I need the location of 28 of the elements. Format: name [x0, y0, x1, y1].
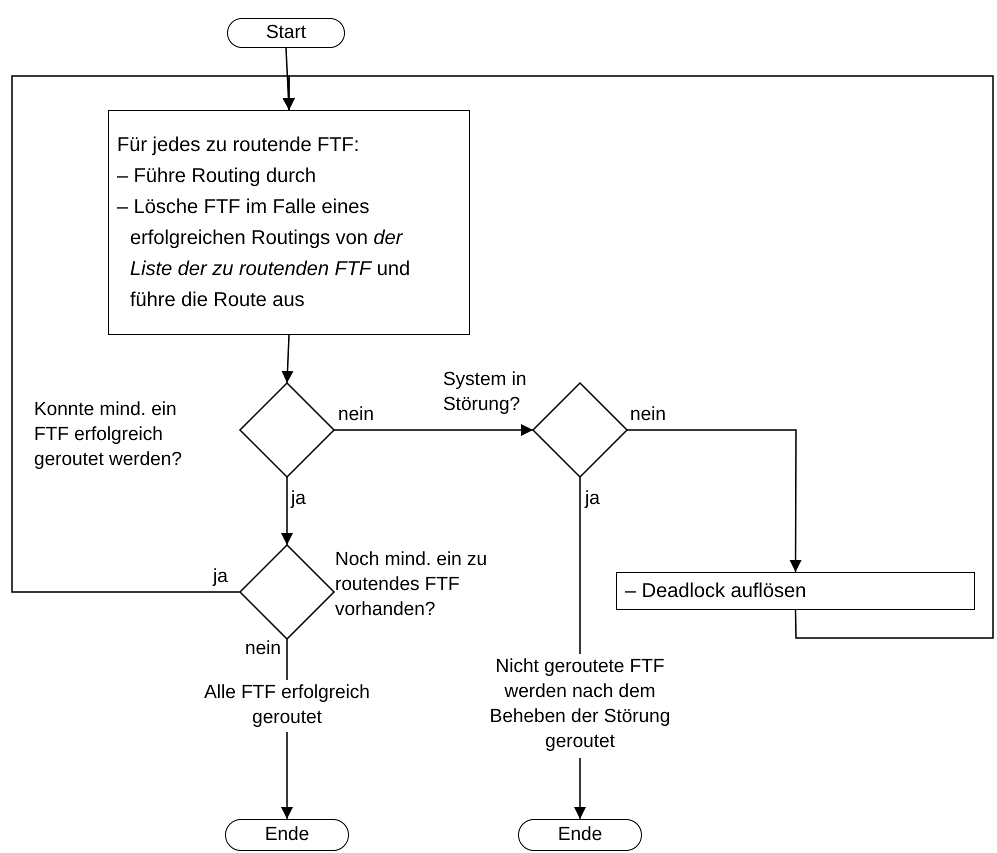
decision-question: Konnte mind. ein FTF erfolgreich geroutet werden?: [34, 398, 183, 472]
connector-arrow: [282, 48, 294, 110]
edge-label: nein: [245, 638, 281, 660]
process-box: [108, 110, 470, 335]
connector-arrow: [282, 334, 294, 384]
edge-label: ja: [213, 566, 228, 588]
step-text: Für jedes zu routende FTF:: [117, 132, 360, 158]
terminal-pill: Ende: [518, 819, 642, 851]
edge-label: nein: [630, 404, 666, 426]
step-text: – Deadlock auflösen: [625, 578, 808, 604]
edge-label: nein: [338, 404, 374, 426]
decision-question: System in Störung?: [443, 368, 528, 417]
outcome-text: Nicht geroutete FTF werden nach dem Beheben der Störung geroutet: [465, 654, 695, 758]
decision-question: Noch mind. ein zu routendes FTF vorhanden?: [335, 548, 488, 622]
connector-arrow: [281, 732, 293, 819]
terminal-pill: Ende: [225, 819, 349, 851]
connector-arrow: [283, 75, 994, 639]
edge-label: ja: [585, 488, 600, 510]
edge-label: ja: [291, 488, 306, 510]
terminal-pill: Start: [227, 18, 345, 48]
connector-arrow: [574, 758, 586, 819]
connector-arrow: [281, 477, 293, 545]
connector-arrow: [334, 424, 533, 436]
outcome-text: Alle FTF erfolgreich geroutet: [177, 680, 397, 732]
step-text: – Lösche FTF im Falle eines erfolgreichen Routings von der Liste der zu routenden FTF und führe die Route aus: [117, 194, 412, 312]
process-box: [616, 572, 975, 610]
step-text: – Führe Routing durch: [117, 164, 318, 188]
connector-arrow: [627, 429, 802, 572]
